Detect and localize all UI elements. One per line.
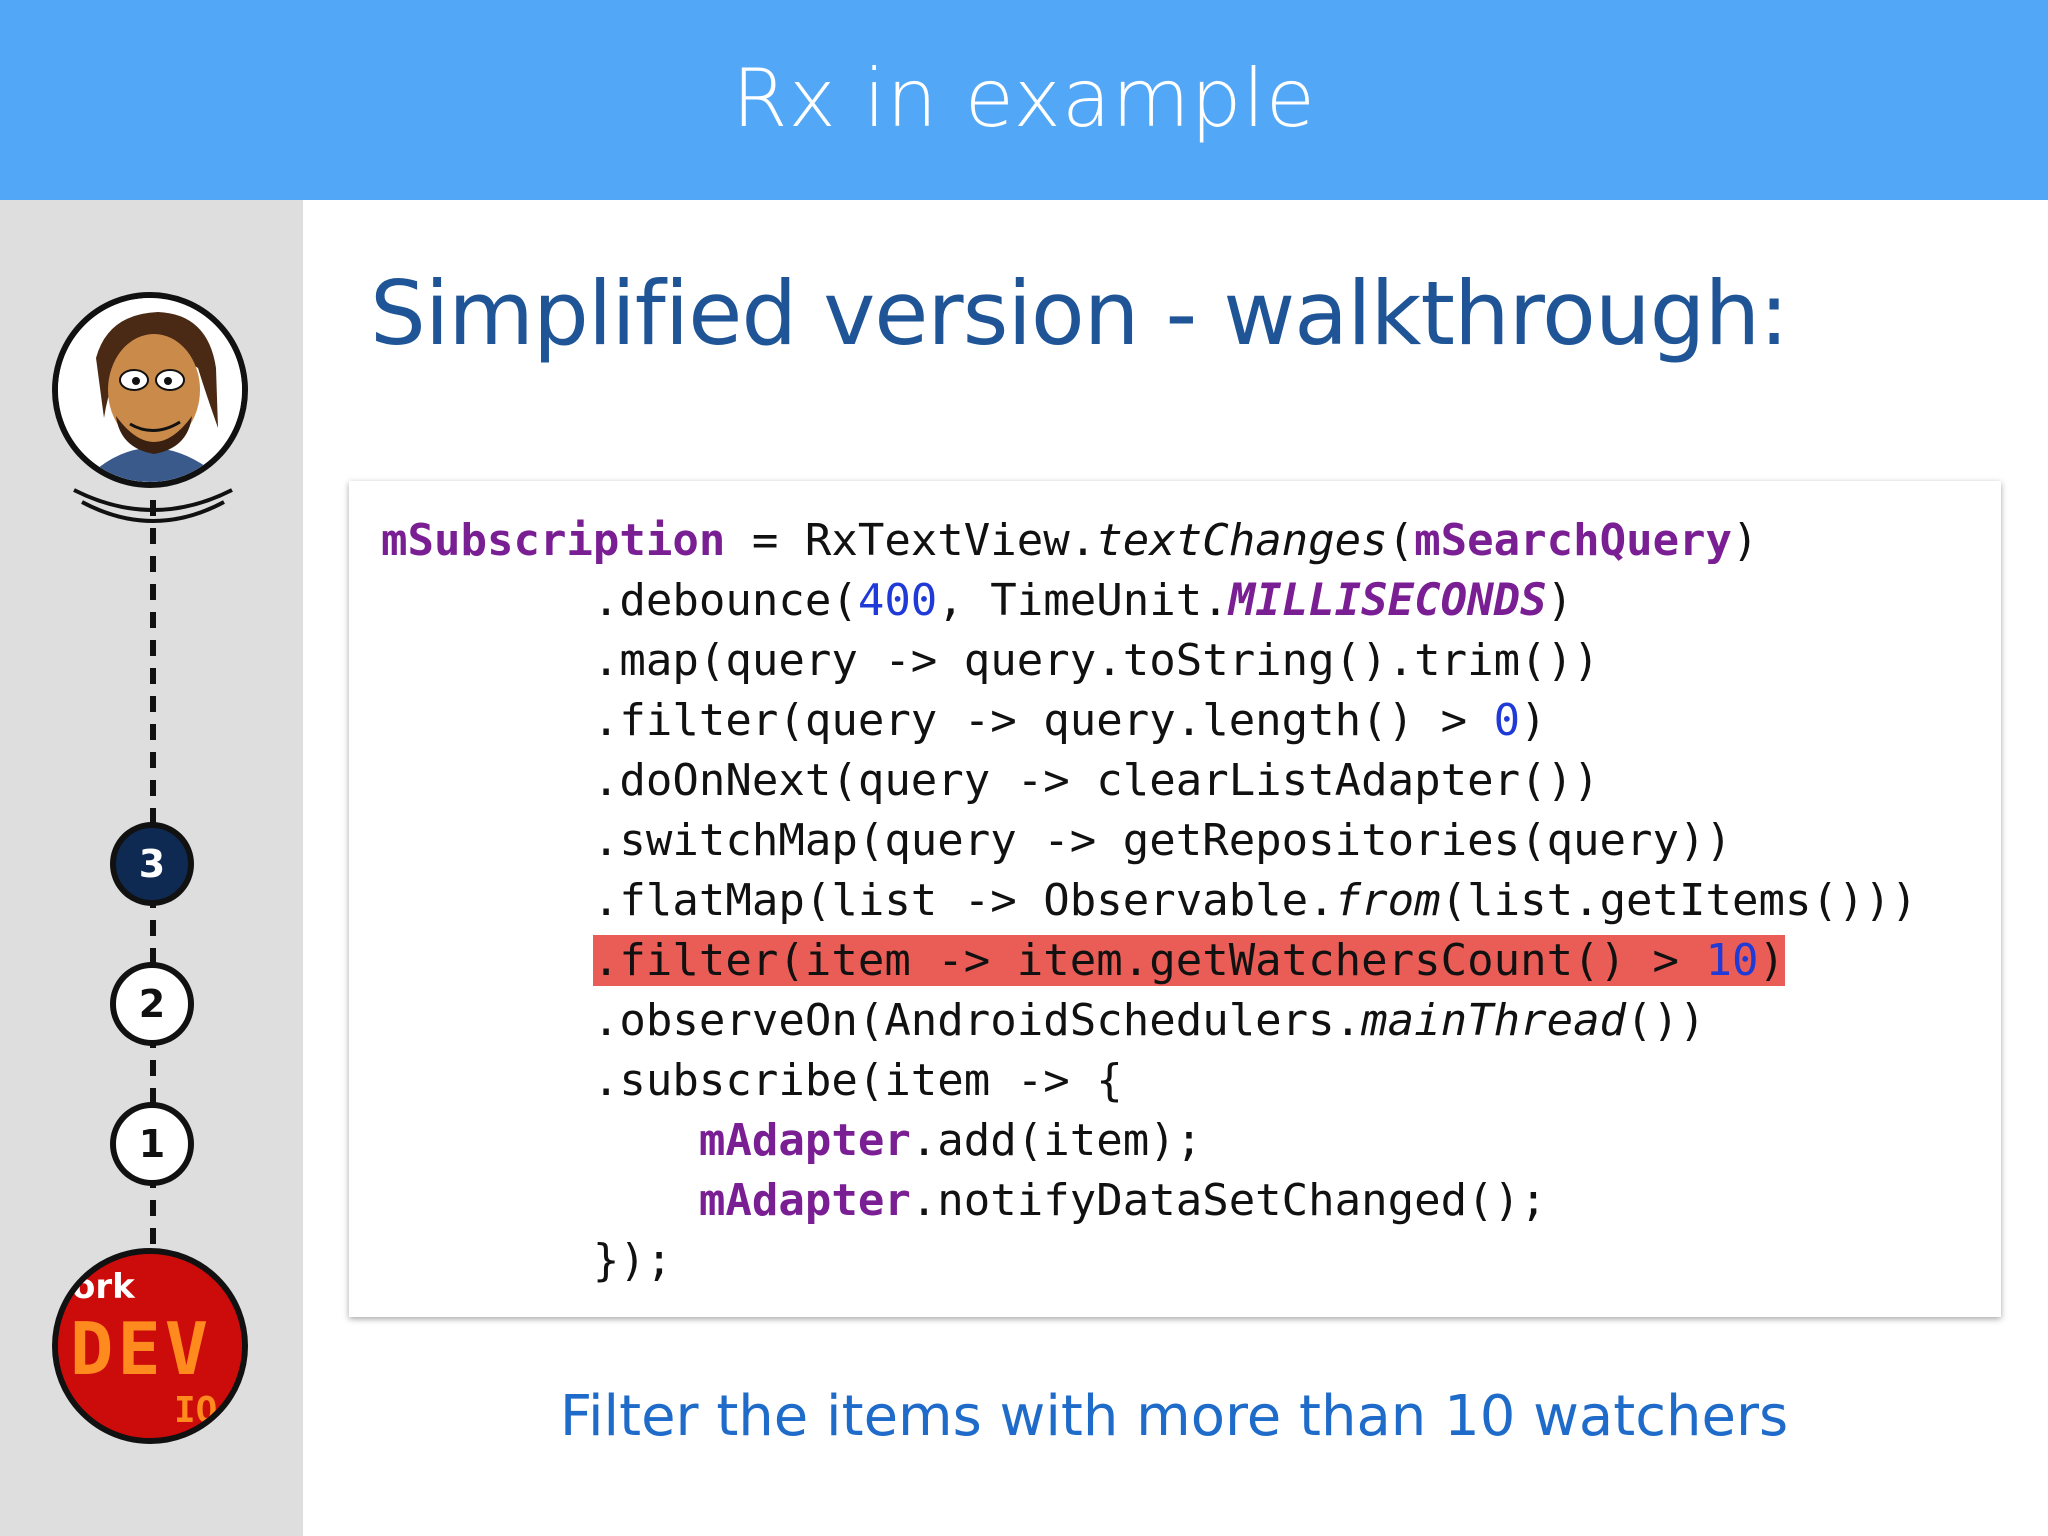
header-title: Rx in example: [731, 51, 1317, 145]
speaker-cartoon-icon: [58, 298, 242, 482]
code-line-7: .flatMap(list -> Observable.from(list.ge…: [381, 875, 1918, 926]
timeline-step-2[interactable]: 2: [110, 962, 194, 1046]
code-line-2: .debounce(400, TimeUnit.MILLISECONDS): [381, 575, 1574, 626]
code-line-10: .subscribe(item -> {: [381, 1055, 1123, 1106]
code-line-12: mAdapter.notifyDataSetChanged();: [698, 1175, 1547, 1226]
sidebar: 3 2 1 ork DEV IO: [0, 200, 303, 1536]
timeline-step-3[interactable]: 3: [110, 822, 194, 906]
logo-text-main: DEV: [70, 1307, 212, 1391]
header-bar: Rx in example: [0, 0, 2048, 200]
code-line-11: mAdapter.add(item);: [698, 1115, 1203, 1166]
conference-logo-graphic: ork DEV IO: [58, 1254, 242, 1438]
conference-logo: ork DEV IO: [52, 1248, 248, 1444]
timeline-step-1[interactable]: 1: [110, 1102, 194, 1186]
highlight-filter-step: .filter(item -> item.getWatchersCount() …: [592, 935, 1785, 986]
speaker-avatar: [52, 292, 248, 488]
slide-title: Simplified version - walkthrough:: [370, 262, 1789, 365]
code-line-9: .observeOn(AndroidSchedulers.mainThread(…: [381, 995, 1706, 1046]
code-line-13: });: [381, 1235, 673, 1286]
code-line-6: .switchMap(query -> getRepositories(quer…: [381, 815, 1733, 866]
code-listing: mSubscription = RxTextView.textChanges(m…: [381, 511, 1917, 1291]
code-block: mSubscription = RxTextView.textChanges(m…: [349, 481, 2001, 1317]
code-line-8-highlighted: .filter(item -> item.getWatchersCount() …: [381, 931, 1917, 991]
code-line-4: .filter(query -> query.length() > 0): [381, 695, 1547, 746]
code-line-1: mSubscription = RxTextView.textChanges(m…: [381, 515, 1759, 566]
code-line-3: .map(query -> query.toString().trim()): [381, 635, 1600, 686]
slide-caption: Filter the items with more than 10 watch…: [559, 1384, 1789, 1449]
code-line-5: .doOnNext(query -> clearListAdapter()): [381, 755, 1600, 806]
